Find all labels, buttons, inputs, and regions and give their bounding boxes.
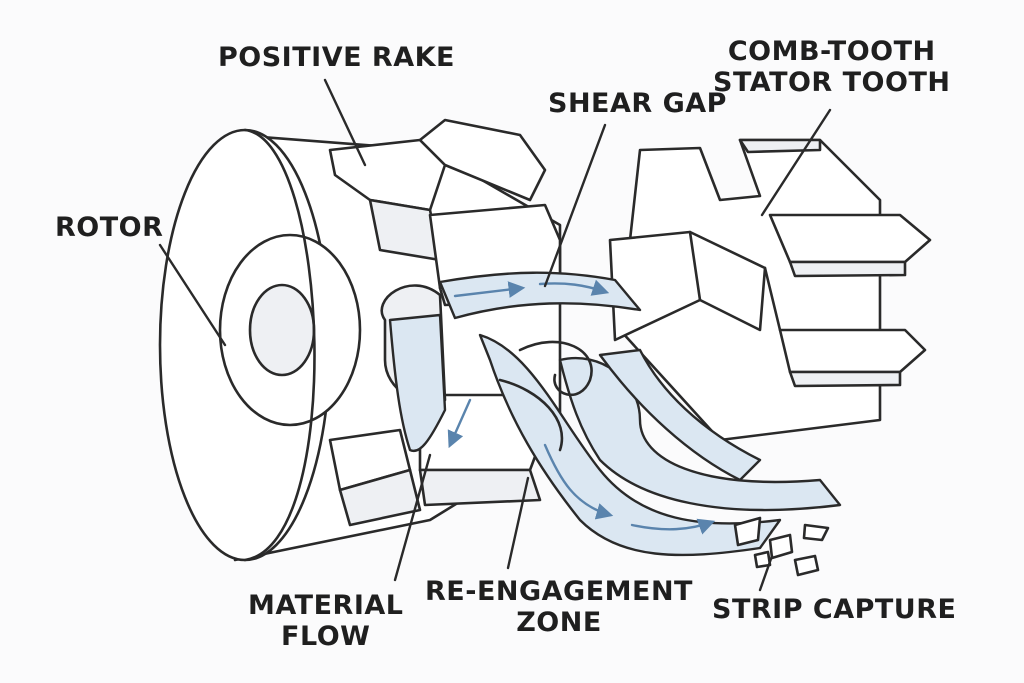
label-material-flow-line2: FLOW xyxy=(281,621,371,652)
label-material-flow-line1: MATERIAL xyxy=(248,590,404,621)
leader-positive-rake xyxy=(323,78,367,167)
leader-rotor xyxy=(158,243,227,347)
label-strip-capture: STRIP CAPTURE xyxy=(712,594,957,625)
label-comb-tooth-line2: STATOR TOOTH xyxy=(713,67,951,98)
label-positive-rake: POSITIVE RAKE xyxy=(218,42,455,73)
stator-block xyxy=(608,138,932,442)
label-comb-tooth-stator-tooth: COMB-TOOTH STATOR TOOTH xyxy=(713,36,950,98)
strip-fragments xyxy=(733,516,830,577)
label-re-engagement-line1: RE-ENGAGEMENT xyxy=(425,576,693,607)
label-re-engagement-line2: ZONE xyxy=(516,607,602,638)
comb-tooth-upper xyxy=(768,213,932,264)
leader-material-flow xyxy=(393,453,432,582)
leader-re-engagement xyxy=(506,476,530,570)
label-comb-tooth-line1: COMB-TOOTH xyxy=(727,36,936,67)
label-material-flow: MATERIAL FLOW xyxy=(248,590,403,652)
shear-gap-strip xyxy=(438,271,642,320)
label-shear-gap: SHEAR GAP xyxy=(548,88,727,119)
leader-strip-capture xyxy=(758,554,774,592)
label-re-engagement-zone: RE-ENGAGEMENT ZONE xyxy=(425,576,693,638)
material-flow-ribbons xyxy=(388,271,842,557)
leader-shear-gap xyxy=(543,123,607,288)
leader-lines xyxy=(158,78,832,592)
label-rotor: ROTOR xyxy=(55,212,164,243)
leader-comb-tooth xyxy=(760,108,832,217)
comb-tooth-lower xyxy=(778,328,927,374)
